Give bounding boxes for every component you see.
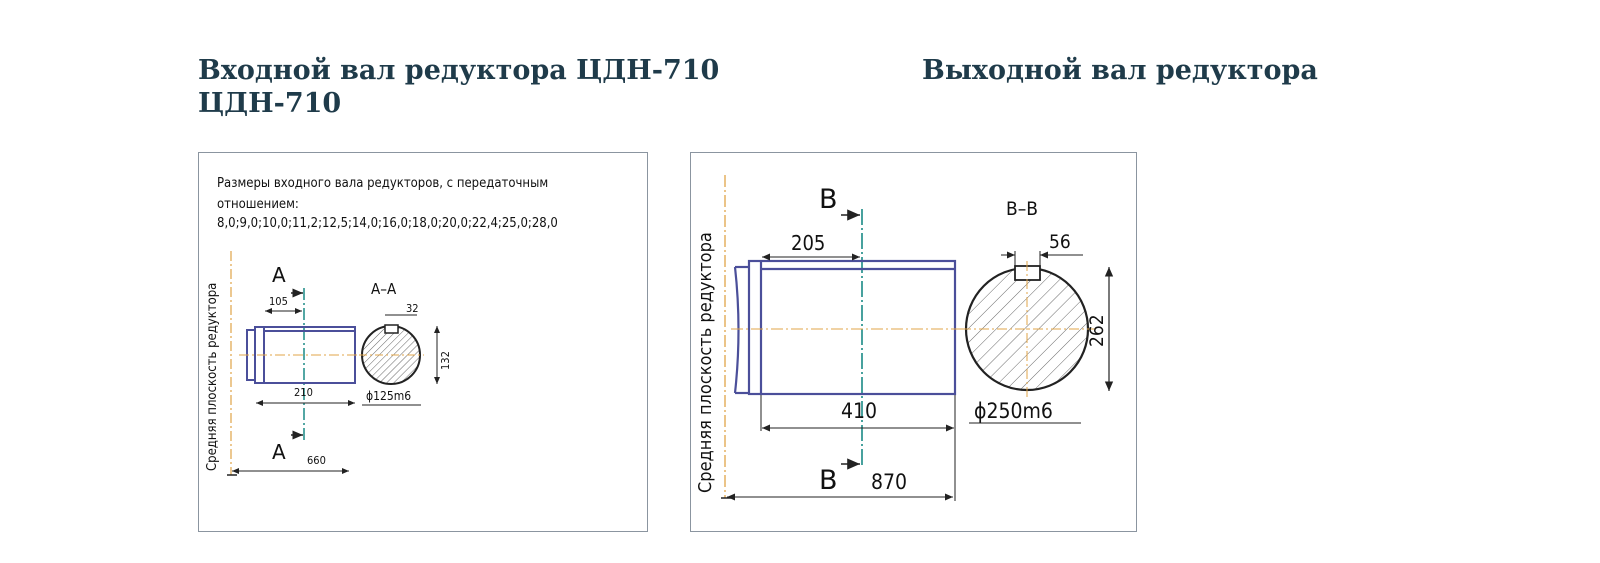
dim-660: 660 (307, 454, 326, 467)
section-b-title: B–B (1006, 198, 1038, 220)
section-mark-b-top: B (819, 184, 838, 215)
dim-132: 132 (439, 351, 452, 370)
note-line-2: отношением: (217, 197, 299, 212)
dim-105: 105 (269, 295, 288, 308)
mid-plane-label: Средняя плоскость редуктора (205, 283, 220, 471)
section-mark-a-top: A (272, 263, 286, 287)
input-shaft-svg: Размеры входного вала редукторов, с пере… (205, 176, 558, 476)
note-line-1: Размеры входного вала редукторов, с пере… (217, 176, 548, 191)
dim-56: 56 (1049, 231, 1071, 253)
input-shaft-drawing: Размеры входного вала редукторов, с пере… (198, 152, 648, 532)
keyway-a (384, 324, 399, 334)
dim-410: 410 (841, 399, 877, 423)
output-shaft-outline (733, 259, 957, 396)
note-line-3: 8,0;9,0;10,0;11,2;12,5;14,0;16,0;18,0;20… (217, 216, 558, 231)
dim-diameter-output: ϕ250m6 (974, 399, 1053, 423)
dim-diameter-input: ϕ125m6 (366, 389, 411, 403)
output-shaft-heading: Выходной вал редуктора (922, 55, 1318, 86)
mid-plane-label: Средняя плоскость редуктора (695, 232, 716, 493)
section-mark-a-bottom: A (272, 440, 286, 464)
dim-870: 870 (871, 470, 907, 494)
dim-210: 210 (294, 386, 313, 399)
section-mark-b-bottom: B (819, 465, 838, 496)
dim-205: 205 (791, 231, 825, 255)
dim-262: 262 (1086, 314, 1108, 347)
output-shaft-drawing: Средняя плоскость редуктора B B 205 410 … (690, 152, 1137, 532)
dim-32: 32 (406, 302, 419, 315)
output-shaft-svg: Средняя плоскость редуктора B B 205 410 … (695, 175, 1114, 501)
input-shaft-heading: Входной вал редуктора ЦДН-710 ЦДН-710 (198, 55, 720, 119)
section-a-title: A–A (371, 280, 397, 298)
